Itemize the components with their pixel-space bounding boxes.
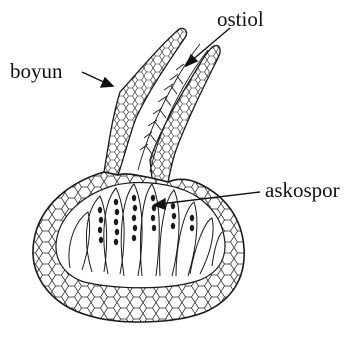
- neck-label: boyun: [10, 59, 63, 83]
- perithecium-wall: [33, 28, 244, 322]
- ostiole-label: ostiol: [217, 7, 264, 31]
- ascospore-label: askospor: [265, 178, 340, 202]
